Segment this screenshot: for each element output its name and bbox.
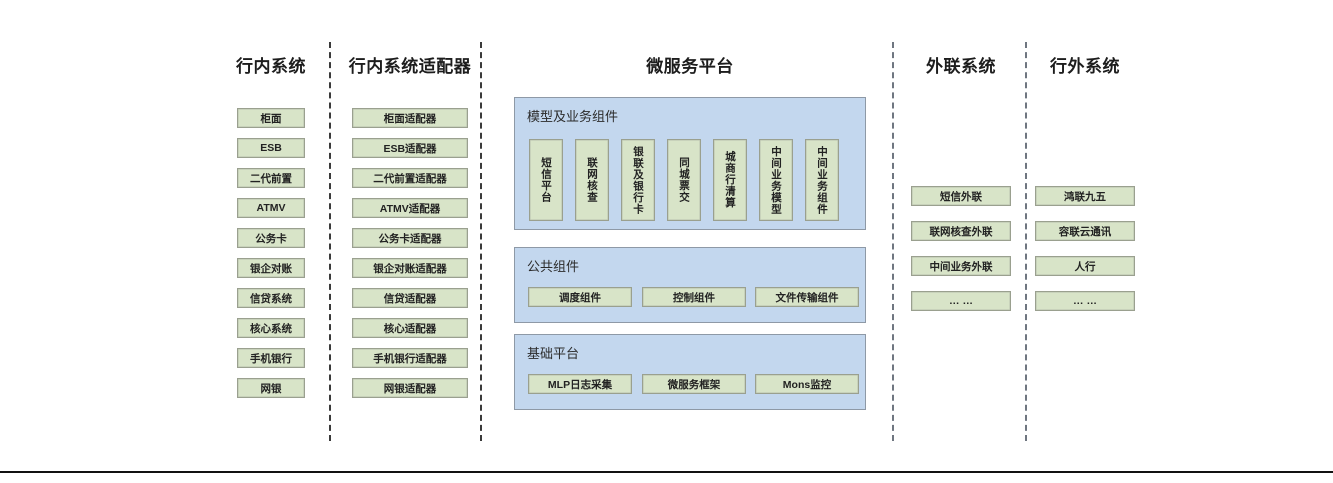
panel-title-model-business-components: 模型及业务组件 [527,109,619,124]
column-title-outside-bank-systems: 行外系统 [1050,57,1120,76]
bottom-divider-rule [0,471,1333,473]
node-internal-adapter[interactable]: 柜面适配器 [352,108,468,128]
node-outside-bank-system[interactable]: … … [1035,291,1135,311]
node-internal-adapter[interactable]: 公务卡适配器 [352,228,468,248]
node-external-link-system[interactable]: … … [911,291,1011,311]
node-internal-system[interactable]: 网银 [237,378,305,398]
node-internal-adapter[interactable]: ATMV适配器 [352,198,468,218]
node-internal-system[interactable]: 柜面 [237,108,305,128]
node-model-component[interactable]: 中间业务模型 [759,139,793,221]
column-title-external-link-systems: 外联系统 [926,57,996,76]
node-model-component[interactable]: 短信平台 [529,139,563,221]
node-internal-adapter[interactable]: ESB适配器 [352,138,468,158]
column-title-internal-systems: 行内系统 [236,57,306,76]
node-internal-adapter[interactable]: 手机银行适配器 [352,348,468,368]
panel-public-components: 公共组件 [514,247,866,323]
node-external-link-system[interactable]: 联网核查外联 [911,221,1011,241]
node-internal-system[interactable]: 公务卡 [237,228,305,248]
panel-title-public-components: 公共组件 [527,259,580,274]
node-model-component[interactable]: 银联及银行卡 [621,139,655,221]
node-outside-bank-system[interactable]: 人行 [1035,256,1135,276]
node-model-component[interactable]: 城商行清算 [713,139,747,221]
node-model-component[interactable]: 联网核查 [575,139,609,221]
node-public-component[interactable]: 调度组件 [528,287,632,307]
node-internal-adapter[interactable]: 信贷适配器 [352,288,468,308]
node-base-platform-component[interactable]: 微服务框架 [642,374,746,394]
node-internal-adapter[interactable]: 银企对账适配器 [352,258,468,278]
column-title-internal-adapters: 行内系统适配器 [348,57,472,76]
node-external-link-system[interactable]: 短信外联 [911,186,1011,206]
panel-title-base-platform: 基础平台 [527,346,580,361]
divider-platform-to-external [892,42,894,441]
divider-internal-to-adapter [329,42,331,441]
divider-external-to-outside [1025,42,1027,441]
node-internal-system[interactable]: 手机银行 [237,348,305,368]
node-internal-adapter[interactable]: 二代前置适配器 [352,168,468,188]
node-outside-bank-system[interactable]: 容联云通讯 [1035,221,1135,241]
node-internal-system[interactable]: 二代前置 [237,168,305,188]
column-title-microservice-platform: 微服务平台 [646,57,734,76]
node-internal-system[interactable]: 信贷系统 [237,288,305,308]
node-model-component[interactable]: 中间业务组件 [805,139,839,221]
node-base-platform-component[interactable]: MLP日志采集 [528,374,632,394]
panel-base-platform: 基础平台 [514,334,866,410]
node-public-component[interactable]: 控制组件 [642,287,746,307]
node-outside-bank-system[interactable]: 鸿联九五 [1035,186,1135,206]
node-internal-adapter[interactable]: 核心适配器 [352,318,468,338]
node-internal-adapter[interactable]: 网银适配器 [352,378,468,398]
node-base-platform-component[interactable]: Mons监控 [755,374,859,394]
node-public-component[interactable]: 文件传输组件 [755,287,859,307]
node-internal-system[interactable]: 银企对账 [237,258,305,278]
node-model-component[interactable]: 同城票交 [667,139,701,221]
divider-adapter-to-platform [480,42,482,441]
node-internal-system[interactable]: ATMV [237,198,305,218]
node-internal-system[interactable]: 核心系统 [237,318,305,338]
node-internal-system[interactable]: ESB [237,138,305,158]
node-external-link-system[interactable]: 中间业务外联 [911,256,1011,276]
